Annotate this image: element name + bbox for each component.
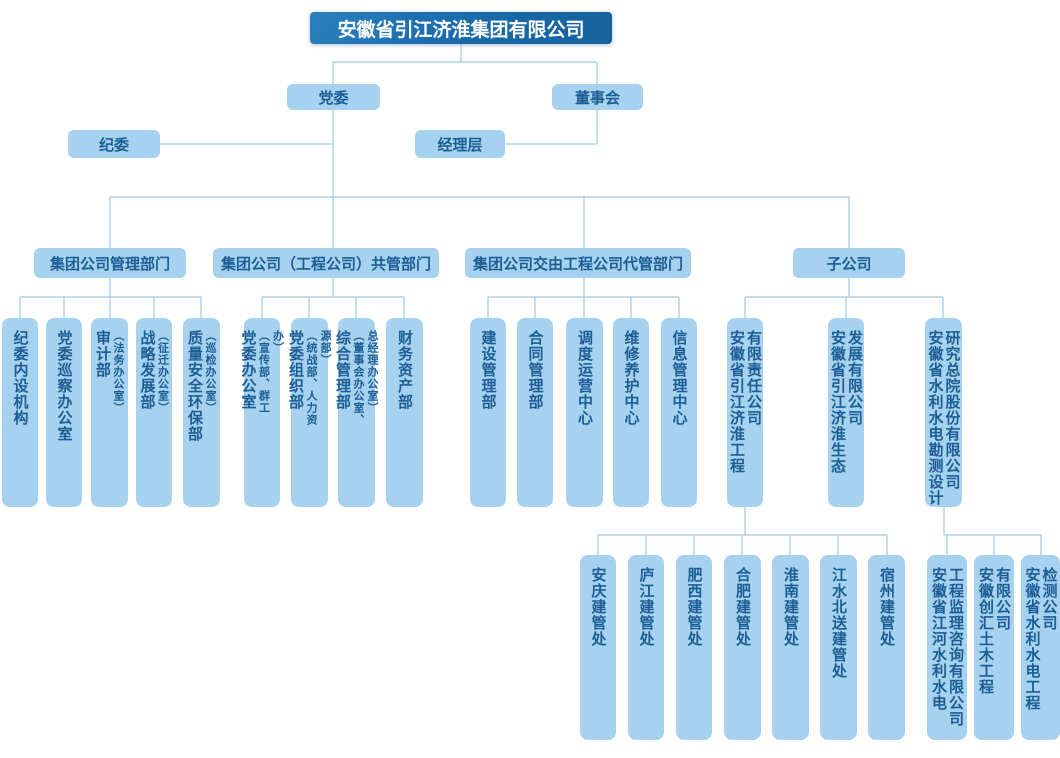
- connector-survey-subsidiaries: [943, 507, 1042, 555]
- subsub-label-line2: 有限公司: [994, 567, 1012, 631]
- subsub-supervision-consulting-co: 安徽省江河水利水电 工程监理咨询有限公司: [927, 555, 967, 740]
- dept-annotation: （征迁办公室）: [156, 330, 170, 414]
- dept-label: 质量安全环保部: [186, 330, 204, 442]
- dept-general-management: 综合管理部 （董事会办公室、总经理办公室）: [334, 318, 379, 507]
- subsidiary-survey-design-co: 安徽省水利水电勘测设计 研究总院股份有限公司: [925, 318, 962, 507]
- branch-label: 宿州建管处: [878, 567, 896, 647]
- branch-header-group-managed: 集团公司管理部门: [34, 248, 186, 278]
- dept-finance-assets: 财务资产部: [386, 318, 423, 507]
- branch-suzhou: 宿州建管处: [868, 555, 905, 740]
- branch-label: 肥西建管处: [685, 567, 704, 647]
- dept-label: 综合管理部: [334, 330, 352, 410]
- branch-feixi: 肥西建管处: [676, 555, 712, 740]
- dept-label: 合同管理部: [526, 330, 545, 410]
- node-board: 董事会: [552, 84, 643, 110]
- subsidiary-label-line1: 安徽省引江济淮生态: [829, 330, 847, 474]
- subsidiary-eco-dev-co: 安徽省引江济淮生态 发展有限公司: [828, 318, 864, 507]
- dept-label: 战略发展部: [138, 330, 157, 410]
- dept-label: 党委办公室: [239, 330, 258, 410]
- dept-maintenance-center: 维修养护中心: [613, 318, 649, 507]
- dept-strategy-development: 战略发展部 （征迁办公室）: [136, 318, 172, 507]
- branch-anqing: 安庆建管处: [580, 555, 616, 740]
- dept-label: 调度运营中心: [576, 330, 594, 426]
- branch-label: 合肥建管处: [734, 567, 752, 647]
- dept-contract-mgmt: 合同管理部: [517, 318, 553, 507]
- branch-header-jointly-managed: 集团公司（工程公司）共管部门: [213, 248, 439, 278]
- dept-label: 维修养护中心: [622, 330, 641, 426]
- dept-annotation: （宣传部、群工办）: [257, 330, 285, 414]
- dept-info-mgmt-center: 信息管理中心: [661, 318, 697, 507]
- branch-label: 江水北送建管处: [830, 567, 848, 679]
- subsub-testing-co: 安徽省水利水电工程 检测公司: [1021, 555, 1060, 740]
- subsidiary-label-line1: 安徽省水利水电勘测设计: [926, 330, 945, 506]
- dept-party-organization: 党委组织部 （统战部、人力资源部）: [287, 318, 332, 507]
- node-management: 经理层: [415, 130, 505, 158]
- node-discipline-committee: 纪委: [68, 130, 160, 158]
- subsidiary-label-line2: 发展有限公司: [846, 330, 864, 426]
- node-party-committee: 党委: [287, 84, 380, 110]
- subsub-label-line1: 安徽省江河水利水电: [930, 567, 948, 711]
- subsidiary-label-line1: 安徽省引江济淮工程: [728, 330, 746, 474]
- dept-label: 党委巡察办公室: [55, 330, 74, 442]
- dept-annotation: （法务办公室）: [112, 330, 125, 414]
- branch-huainan: 淮南建管处: [772, 555, 809, 740]
- dept-label: 党委组织部: [287, 330, 305, 410]
- dept-label: 财务资产部: [396, 330, 414, 410]
- branch-header-subsidiaries: 子公司: [793, 248, 905, 278]
- connector-main-rail: [109, 196, 850, 248]
- dept-party-inspection-office: 党委巡察办公室: [46, 318, 82, 507]
- subsub-label-line1: 安徽省水利水电工程: [1023, 567, 1042, 711]
- subsub-chuanghui-civil-co: 安徽创汇土木工程 有限公司: [974, 555, 1014, 740]
- dept-annotation: （董事会办公室、总经理办公室）: [352, 330, 379, 426]
- dept-annotation: （统战部、人力资源部）: [305, 330, 332, 426]
- dept-annotation: （巡检办公室）: [204, 330, 217, 414]
- branch-lujiang: 庐江建管处: [628, 555, 664, 740]
- subsub-label-line1: 安徽创汇土木工程: [977, 567, 995, 695]
- dept-label: 审计部: [94, 330, 112, 378]
- branch-jiangshui-beisong: 江水北送建管处: [820, 555, 857, 740]
- connector-root-to-level2: [332, 44, 598, 84]
- connector-subsidiaries: [744, 278, 944, 318]
- branch-label: 安庆建管处: [589, 567, 608, 647]
- subsub-label-line2: 检测公司: [1040, 567, 1059, 631]
- branch-hefei: 合肥建管处: [724, 555, 761, 740]
- subsidiary-label-line2: 有限责任公司: [745, 330, 763, 426]
- dept-discipline-internal: 纪委内设机构: [2, 318, 38, 507]
- subsidiary-label-line2: 研究总院股份有限公司: [943, 330, 962, 490]
- dept-label: 建设管理部: [479, 330, 498, 410]
- connector-project-branches: [597, 507, 888, 555]
- connector-group3-children: [487, 278, 680, 318]
- org-root-node: 安徽省引江济淮集团有限公司: [310, 12, 612, 44]
- dept-label: 信息管理中心: [670, 330, 689, 426]
- dept-party-office: 党委办公室 （宣传部、群工办）: [240, 318, 285, 507]
- branch-label: 庐江建管处: [637, 567, 656, 647]
- subsidiary-project-co: 安徽省引江济淮工程 有限责任公司: [727, 318, 763, 507]
- connector-group1-children: [19, 278, 202, 318]
- dept-dispatch-operation-center: 调度运营中心: [566, 318, 603, 507]
- dept-audit: 审计部 （法务办公室）: [91, 318, 128, 507]
- branch-header-delegated: 集团公司交由工程公司代管部门: [465, 248, 691, 278]
- dept-quality-safety-env: 质量安全环保部 （巡检办公室）: [183, 318, 220, 507]
- subsub-label-line2: 工程监理咨询有限公司: [947, 567, 965, 727]
- dept-construction-mgmt: 建设管理部: [470, 318, 506, 507]
- dept-label: 纪委内设机构: [11, 330, 30, 426]
- connector-management-link: [505, 110, 598, 145]
- branch-label: 淮南建管处: [782, 567, 800, 647]
- connector-group2-children: [261, 278, 405, 318]
